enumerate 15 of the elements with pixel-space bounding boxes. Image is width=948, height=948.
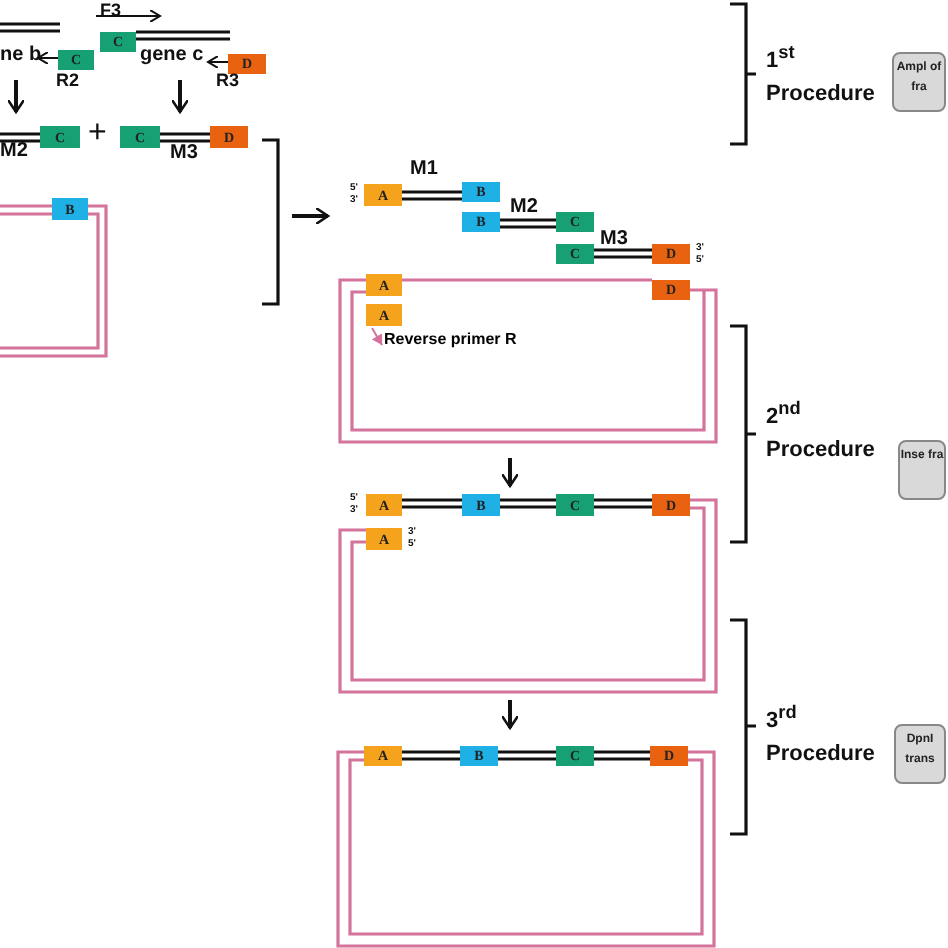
fragment-name: M3 — [600, 228, 628, 250]
fragment-name: M2 — [510, 196, 538, 218]
primer-label: Reverse primer R — [384, 330, 517, 348]
primer-name: R3 — [216, 70, 240, 90]
plus-sign: + — [88, 116, 107, 152]
procedure-label: 3$^{rd}$ Procedure — [766, 700, 877, 771]
gene-name: gene c — [140, 44, 204, 66]
leader-arrow — [371, 327, 383, 346]
procedure-label: 2$^{nd}$ Procedure — [766, 396, 877, 467]
gene-name: ne b — [0, 44, 42, 66]
fragment-name: M1 — [410, 158, 438, 180]
primer-name: R2 — [56, 70, 80, 90]
fragment-name: M2 — [0, 140, 28, 162]
procedure-label: 1$^{st}$ Procedure — [766, 40, 877, 111]
fragment-name: M3 — [170, 142, 198, 164]
